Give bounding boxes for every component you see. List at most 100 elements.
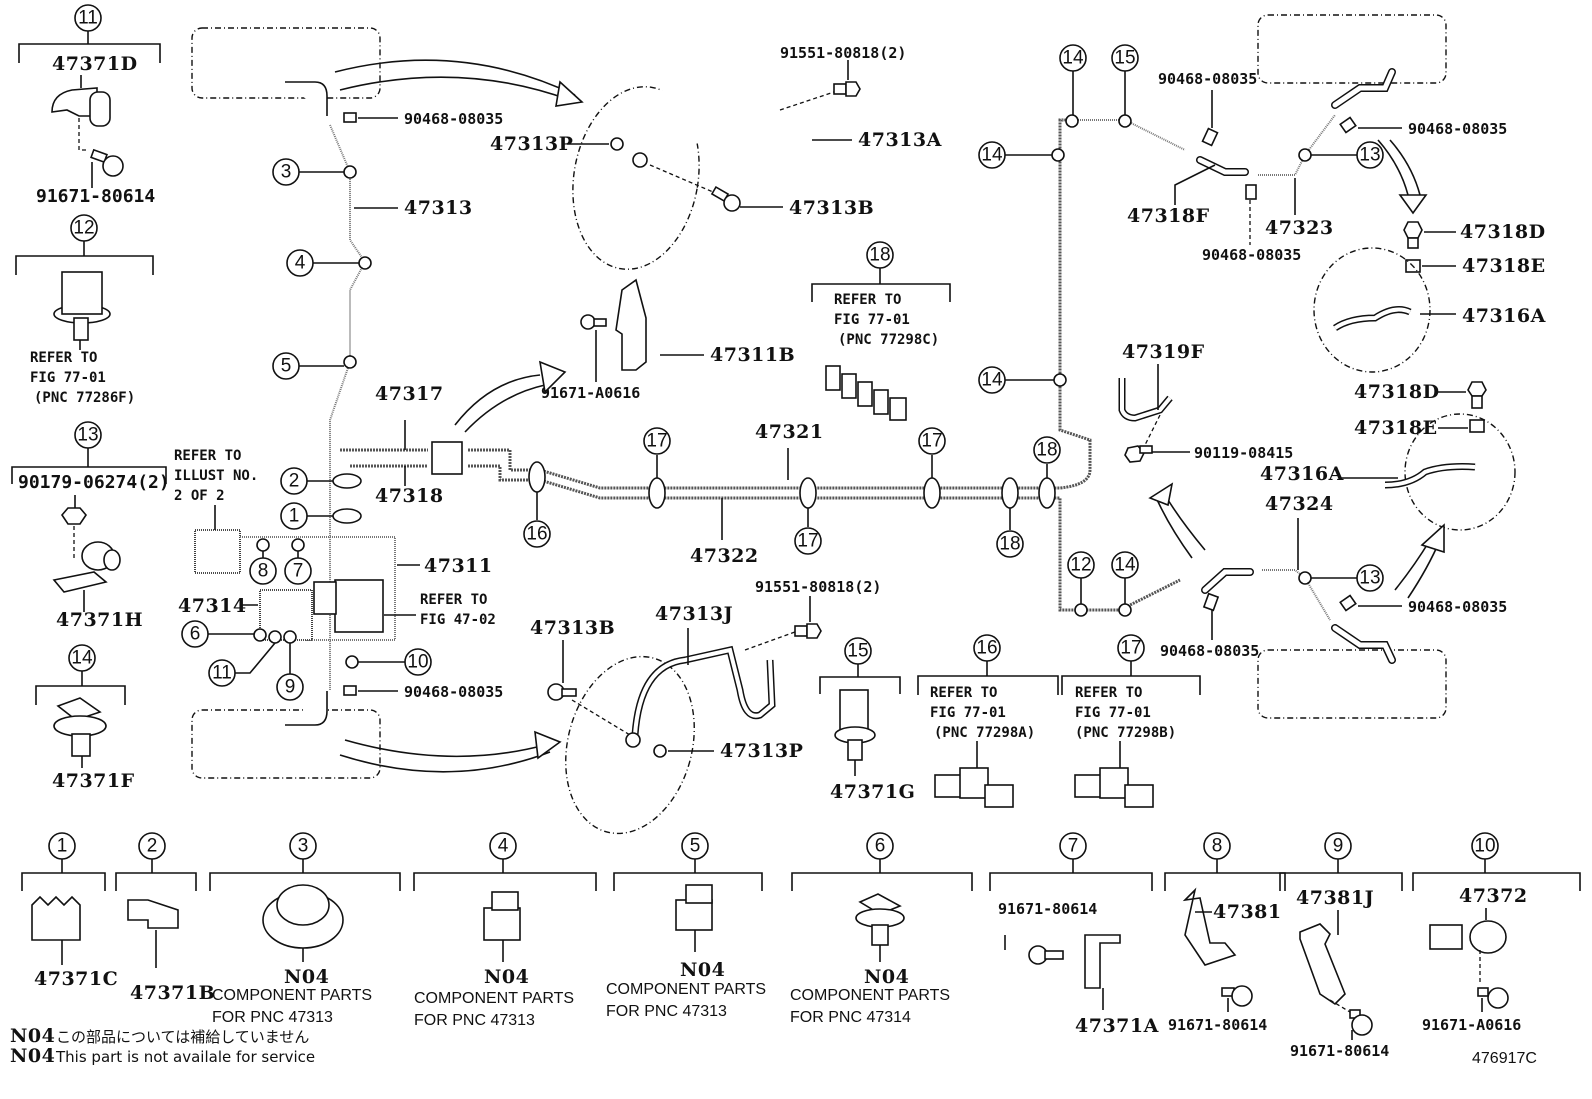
bottom-item-10[interactable]: 10 47372 91671-A0616 (1412, 832, 1581, 1034)
part-90468-08035-r2[interactable]: 90468-08035 (1202, 246, 1301, 264)
part-47314[interactable]: 47314 (178, 595, 247, 617)
part-47381[interactable]: 47381 (1213, 901, 1282, 923)
callout-18-a[interactable] (996, 530, 1024, 558)
bottom-item-9[interactable]: 9 47381J 91671-80614 (1279, 832, 1403, 1060)
part-47313[interactable]: 47313 (404, 197, 473, 219)
part-47371C[interactable]: 47371C (34, 968, 118, 990)
svg-text:3: 3 (281, 162, 292, 183)
part-91671-80614-8[interactable]: 91671-80614 (1168, 1016, 1267, 1034)
part-47316A-bottom[interactable]: 47316A (1260, 463, 1344, 485)
part-47322[interactable]: 47322 (690, 545, 759, 567)
svg-text:6: 6 (190, 624, 201, 645)
group-12[interactable]: 12 REFER TO FIG 77-01 (PNC 77286F) (15, 214, 154, 406)
callout-17-c[interactable] (918, 427, 946, 455)
part-47313J[interactable]: 47313J (655, 603, 733, 625)
part-90468-08035-a[interactable]: 90468-08035 (404, 110, 503, 128)
svg-text:2: 2 (147, 836, 158, 857)
bottom-item-3[interactable]: 3 N04 COMPONENT PARTS FOR PNC 47313 (209, 832, 401, 1026)
part-90468-08035-r3[interactable]: 90468-08035 (1408, 120, 1507, 138)
svg-text:REFER TO: REFER TO (420, 592, 487, 608)
part-47318D-top[interactable]: 47318D (1460, 221, 1546, 243)
bolt-91671-A0616-icon (580, 314, 607, 330)
detail-frame-bottom-right (1257, 649, 1447, 719)
part-47313P-top[interactable]: 47313P (490, 133, 573, 155)
part-91671-80614[interactable]: 91671-80614 (36, 186, 155, 207)
part-90468-08035-r1[interactable]: 90468-08035 (1158, 70, 1257, 88)
part-47313P-bottom[interactable]: 47313P (720, 740, 803, 762)
bottom-item-8[interactable]: 8 47381 91671-80614 (1164, 832, 1286, 1034)
part-90468-08035-r5[interactable]: 90468-08035 (1408, 598, 1507, 616)
bottom-item-2[interactable]: 2 47371B (115, 832, 215, 1004)
part-90179-06274[interactable]: 90179-06274(2) (18, 472, 170, 493)
svg-text:14: 14 (981, 370, 1003, 391)
part-47317[interactable]: 47317 (375, 383, 444, 405)
part-47371G[interactable]: 47371G (830, 781, 915, 803)
part-47321[interactable]: 47321 (755, 421, 824, 443)
callout-8[interactable] (249, 557, 277, 585)
svg-text:7: 7 (1068, 836, 1079, 857)
part-47371B[interactable]: 47371B (130, 982, 215, 1004)
part-47371A[interactable]: 47371A (1075, 1015, 1159, 1037)
arrow-icon-5 (1148, 482, 1174, 507)
part-47372[interactable]: 47372 (1459, 885, 1528, 907)
part-47318F[interactable]: 47318F (1127, 205, 1210, 227)
callout-16[interactable] (523, 520, 551, 548)
part-90468-08035-b[interactable]: 90468-08035 (404, 683, 503, 701)
bolt-8-icon (1221, 985, 1253, 1007)
part-91671-A0616-10[interactable]: 91671-A0616 (1422, 1016, 1521, 1034)
bolt-7-icon (1028, 945, 1064, 965)
clip-90468-r4-icon (1202, 592, 1220, 612)
part-47313B-top[interactable]: 47313B (789, 197, 874, 219)
clamp-77298B-icon (1074, 767, 1154, 808)
callout-18-b[interactable] (1033, 436, 1061, 464)
part-47371F[interactable]: 47371F (52, 770, 135, 792)
part-47319F[interactable]: 47319F (1122, 341, 1205, 363)
part-47324[interactable]: 47324 (1265, 493, 1334, 515)
bottom-item-1[interactable]: 1 47371C (21, 832, 118, 990)
bottom-item-6[interactable]: 6 N04 COMPONENT PARTS FOR PNC 47314 (790, 832, 973, 1026)
clip-6-icon (855, 893, 905, 946)
part-N04-5[interactable]: N04 (680, 959, 725, 981)
svg-text:11: 11 (212, 663, 232, 684)
part-91551-80818-bottom[interactable]: 91551-80818(2) (755, 578, 881, 596)
part-47381J[interactable]: 47381J (1296, 887, 1374, 909)
clip-90468-r1-icon (1201, 127, 1219, 147)
bottom-item-5[interactable]: 5 N04 COMPONENT PARTS FOR PNC 47313 (606, 832, 766, 1020)
callout-17-b[interactable] (794, 527, 822, 555)
bracket-47311B-icon (615, 278, 647, 371)
svg-text:REFER TO: REFER TO (1075, 685, 1142, 701)
part-47313A[interactable]: 47313A (858, 129, 942, 151)
part-47323[interactable]: 47323 (1265, 217, 1334, 239)
part-91671-80614-9[interactable]: 91671-80614 (1290, 1042, 1389, 1060)
part-47318E-top[interactable]: 47318E (1462, 255, 1546, 277)
part-47318E-bottom[interactable]: 47318E (1354, 417, 1438, 439)
bottom-item-7[interactable]: 7 91671-80614 47371A (989, 832, 1159, 1037)
group-14[interactable]: 14 47371F (35, 644, 135, 792)
part-90119-08415[interactable]: 90119-08415 (1194, 444, 1293, 462)
svg-text:10: 10 (1474, 836, 1495, 857)
bottom-item-4[interactable]: 4 N04 COMPONENT PARTS FOR PNC 47313 (413, 832, 597, 1029)
part-N04-3[interactable]: N04 (284, 966, 329, 988)
part-47311B[interactable]: 47311B (710, 344, 795, 366)
callout-7[interactable] (284, 557, 312, 585)
part-91551-80818-top[interactable]: 91551-80818(2) (780, 44, 906, 62)
part-91671-80614-7[interactable]: 91671-80614 (998, 900, 1097, 918)
svg-text:(PNC 77298B): (PNC 77298B) (1075, 725, 1176, 741)
part-47371H[interactable]: 47371H (56, 609, 143, 631)
part-N04-4[interactable]: N04 (484, 966, 529, 988)
group-13[interactable]: 13 90179-06274(2) 47371H (11, 421, 170, 631)
part-91671-A0616-mid[interactable]: 91671-A0616 (541, 384, 640, 402)
part-47371D[interactable]: 47371D (52, 53, 138, 75)
svg-text:14: 14 (71, 648, 93, 669)
part-47311[interactable]: 47311 (424, 555, 493, 577)
part-90468-08035-r4[interactable]: 90468-08035 (1160, 642, 1259, 660)
svg-text:COMPONENT PARTS: COMPONENT PARTS (414, 990, 574, 1007)
part-N04-6[interactable]: N04 (864, 966, 909, 988)
part-47318D-bottom[interactable]: 47318D (1354, 381, 1440, 403)
part-47316A-top[interactable]: 47316A (1462, 305, 1546, 327)
group-11[interactable]: 11 47371D 91671-80614 (18, 4, 161, 207)
part-47313B-bottom[interactable]: 47313B (530, 617, 615, 639)
svg-text:2 OF 2: 2 OF 2 (174, 488, 225, 504)
callout-17-a[interactable] (643, 427, 671, 455)
part-47318[interactable]: 47318 (375, 485, 444, 507)
